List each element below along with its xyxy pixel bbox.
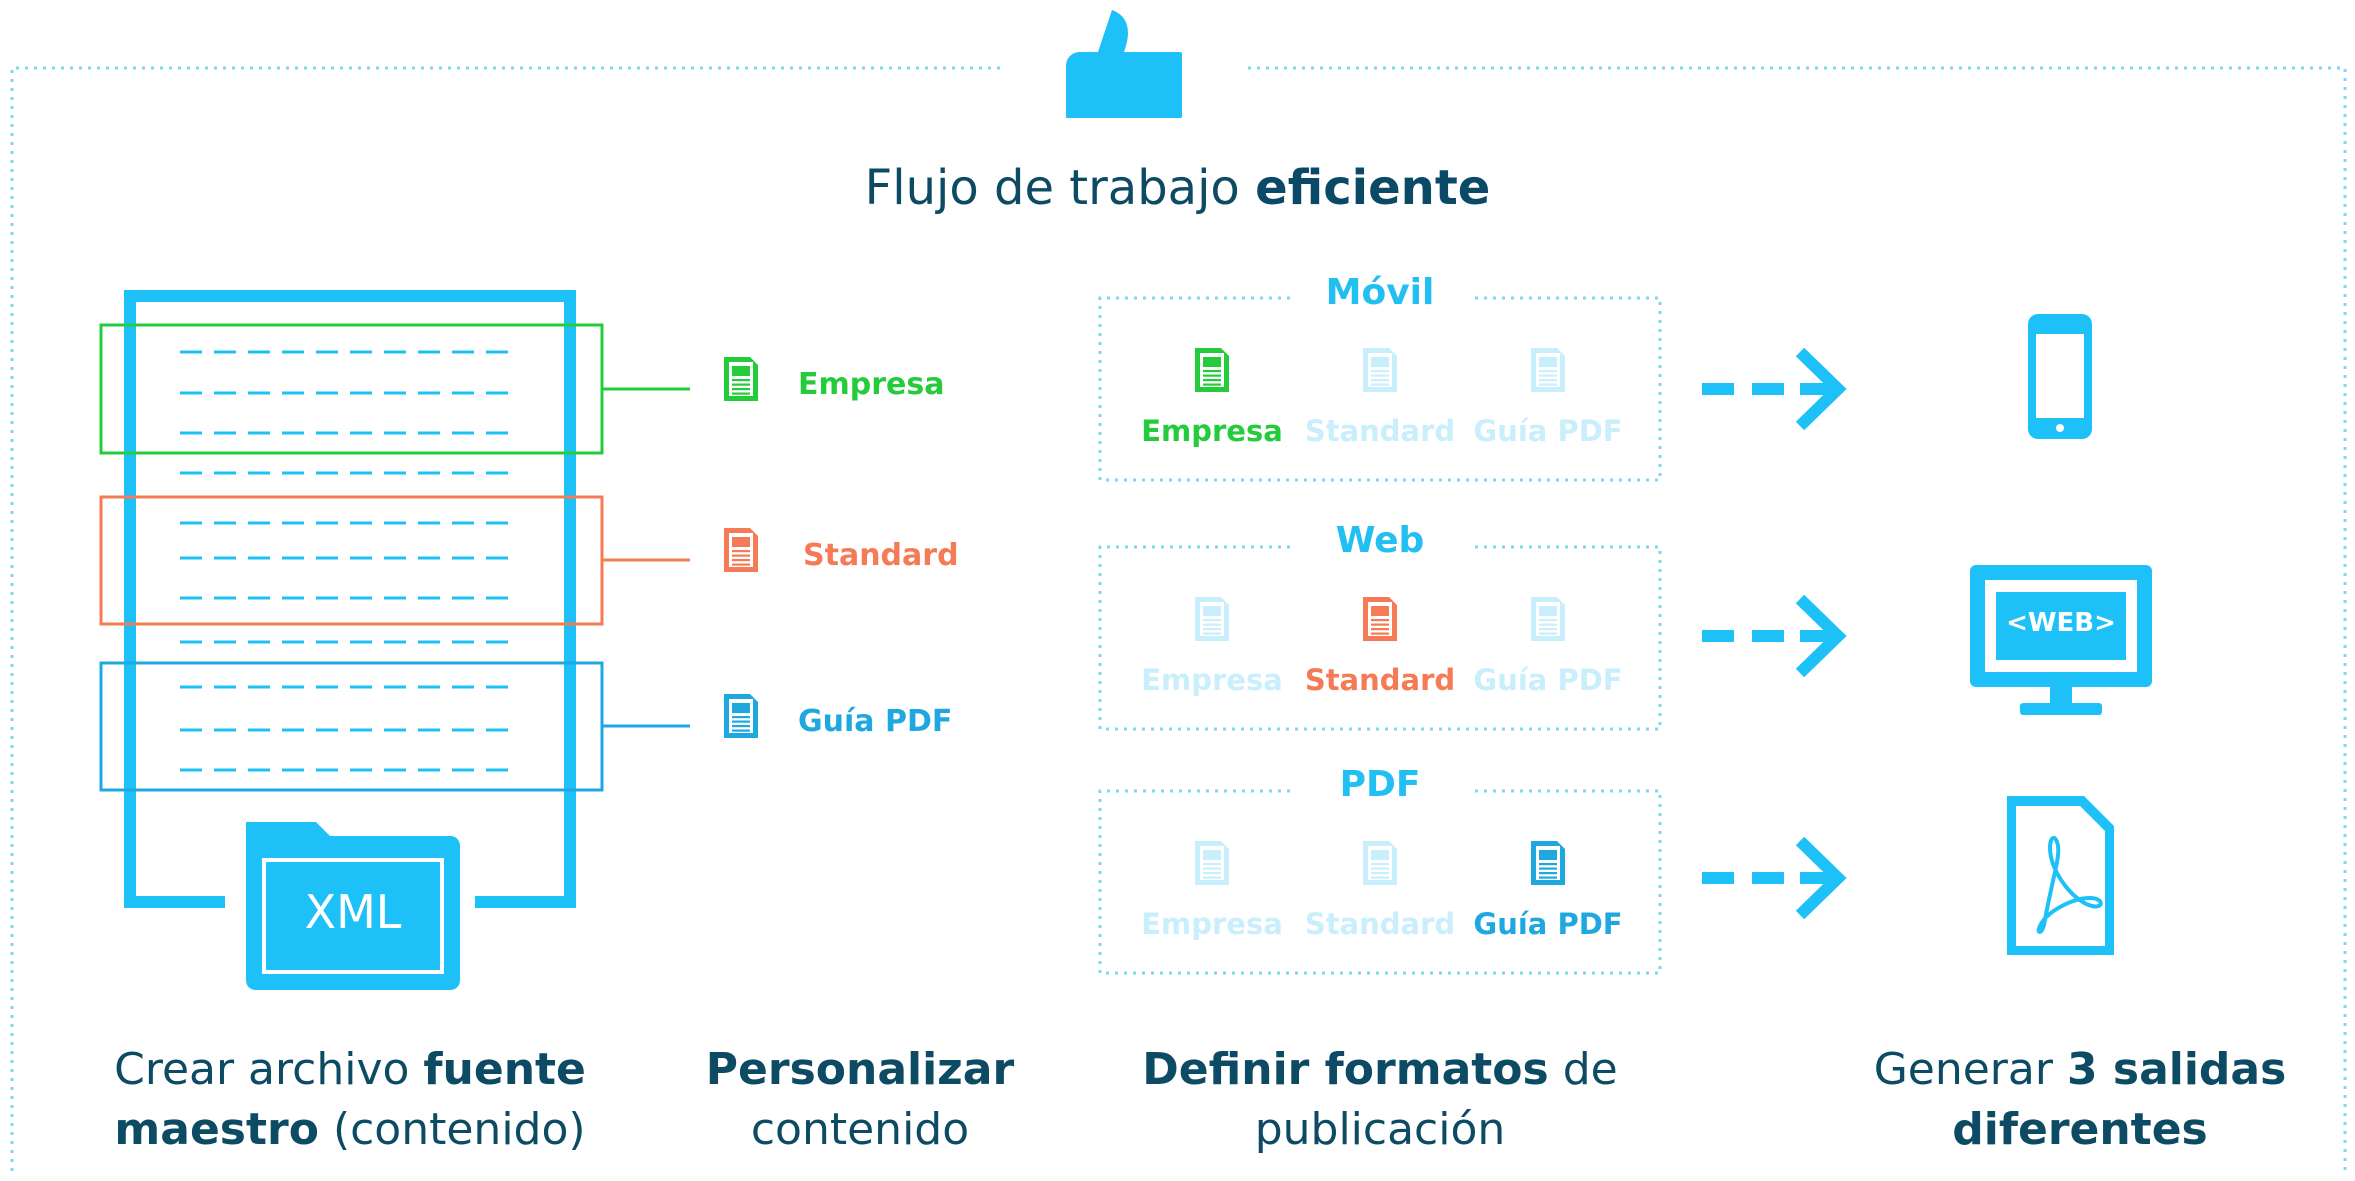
format-item-label: Guía PDF: [1473, 414, 1623, 448]
page-title: Flujo de trabajo eficiente: [864, 160, 1491, 216]
monitor-icon: [1970, 565, 2152, 715]
document-icon: [1195, 348, 1229, 392]
arrow-icon: [1702, 347, 1847, 431]
pdf-file-icon: [2007, 796, 2114, 955]
document-icon: [1531, 348, 1565, 392]
format-icons: [1195, 348, 1565, 885]
document-icon: [1363, 841, 1397, 885]
format-title-pdf: PDF: [1339, 764, 1421, 805]
xml-folder-icon: [225, 822, 475, 990]
variant-label-guia: Guía PDF: [798, 704, 953, 739]
format-item-label: Guía PDF: [1473, 663, 1623, 697]
master-document: [99, 290, 690, 908]
format-item-label: Standard: [1304, 414, 1456, 448]
format-title-movil: Móvil: [1325, 272, 1435, 313]
step-caption-1: Crear archivo fuente maestro (contenido): [114, 1044, 586, 1155]
format-item-label: Empresa: [1141, 663, 1283, 697]
document-icon: [724, 528, 758, 572]
standard-section-box: [99, 495, 604, 626]
document-icon: [1363, 597, 1397, 641]
thumbs-up-icon: [1066, 10, 1182, 118]
format-title-web: Web: [1335, 520, 1425, 561]
format-item-label: Standard: [1304, 663, 1456, 697]
arrows: [1702, 347, 1847, 920]
document-icon: [1531, 841, 1565, 885]
format-item-label: Empresa: [1141, 414, 1283, 448]
arrow-icon: [1702, 594, 1847, 678]
variant-label-standard: Standard: [803, 538, 959, 573]
document-icon: [724, 694, 758, 738]
variant-label-empresa: Empresa: [798, 367, 945, 402]
content-lines: [180, 350, 520, 772]
document-icon: [1195, 597, 1229, 641]
format-item-label: Standard: [1304, 907, 1456, 941]
format-boxes: [1098, 296, 1662, 975]
format-item-label: Guía PDF: [1473, 907, 1623, 941]
xml-label: XML: [304, 885, 402, 939]
monitor-web-label: <WEB>: [2006, 608, 2116, 638]
document-icon: [1531, 597, 1565, 641]
format-item-label: Empresa: [1141, 907, 1283, 941]
arrow-icon: [1702, 836, 1847, 920]
variant-icons: [724, 357, 758, 738]
document-icon: [1195, 841, 1229, 885]
document-icon: [1363, 348, 1397, 392]
smartphone-icon: [2028, 314, 2092, 439]
document-icon: [724, 357, 758, 401]
